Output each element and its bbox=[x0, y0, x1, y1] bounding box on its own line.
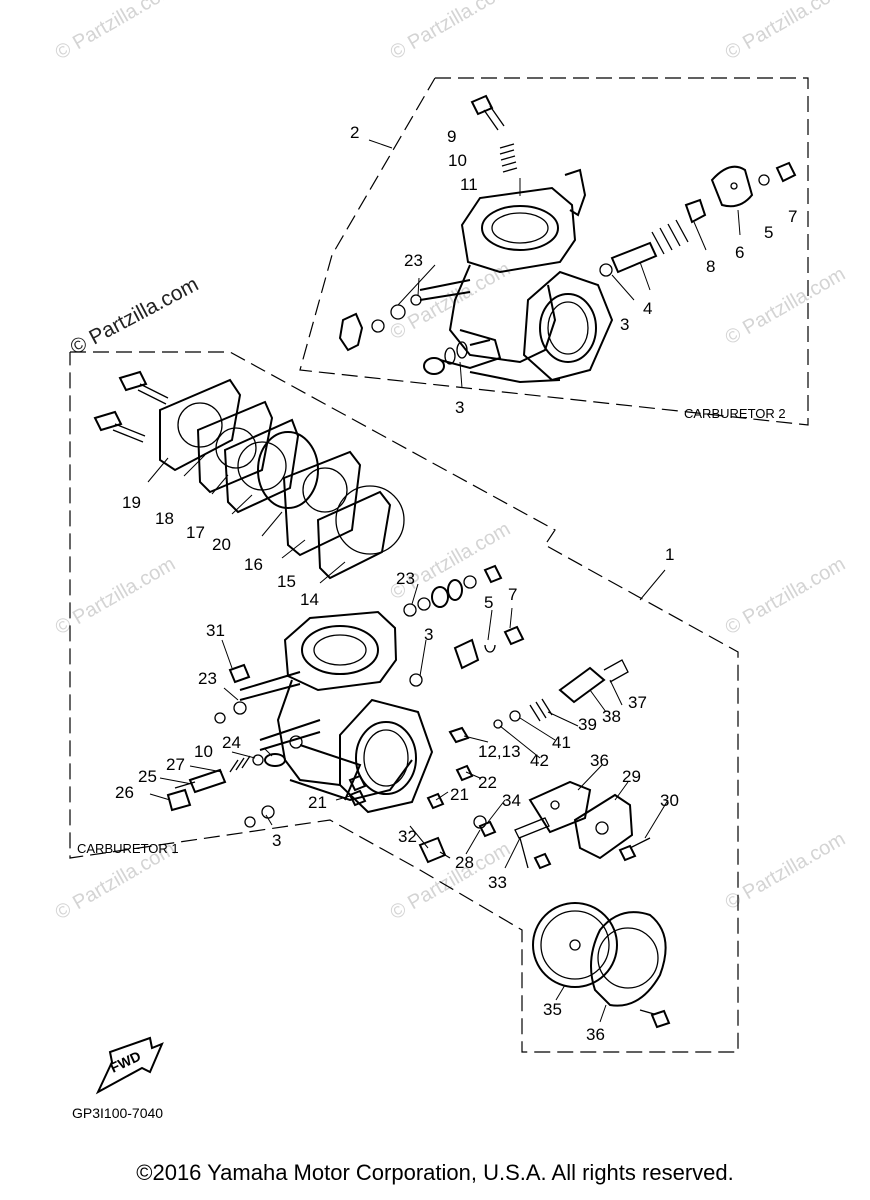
callout-37: 36 bbox=[590, 751, 609, 770]
carburetor-2-assembly bbox=[338, 94, 797, 384]
callout-16: 16 bbox=[244, 555, 263, 574]
callout-8: 8 bbox=[706, 257, 715, 276]
callout-3-d: 3 bbox=[272, 831, 281, 850]
callout-9: 9 bbox=[447, 127, 456, 146]
carburetor-2-label: CARBURETOR 2 bbox=[684, 406, 786, 421]
callout-15: 15 bbox=[277, 572, 296, 591]
callout-32: 32 bbox=[398, 827, 417, 846]
callout-18: 18 bbox=[155, 509, 174, 528]
callout-3-c: 3 bbox=[424, 625, 433, 644]
callout-10-low: 10 bbox=[194, 742, 213, 761]
watermark: © Partzilla.com bbox=[722, 263, 850, 349]
callout-19: 19 bbox=[122, 493, 141, 512]
callout-42: 42 bbox=[530, 751, 549, 770]
callout-25: 25 bbox=[138, 767, 157, 786]
callout-14: 14 bbox=[300, 590, 319, 609]
callout-23-mid: 23 bbox=[396, 569, 415, 588]
carburetor-1-assembly bbox=[166, 564, 651, 870]
callout-39: 38 bbox=[602, 707, 621, 726]
callout-4: 4 bbox=[643, 299, 652, 318]
callout-22: 22 bbox=[478, 773, 497, 792]
carburetor-2-box bbox=[299, 77, 809, 426]
callout-12-13: 12,13 bbox=[478, 742, 521, 761]
callout-5-top: 5 bbox=[764, 223, 773, 242]
callout-30: 30 bbox=[660, 791, 679, 810]
callout-38: 37 bbox=[628, 693, 647, 712]
callout-21-a: 21 bbox=[450, 785, 469, 804]
callout-11: 11 bbox=[460, 175, 478, 194]
callout-21-b: 21 bbox=[308, 793, 327, 812]
carburetor-1-box bbox=[69, 351, 739, 1053]
callout-41: 41 bbox=[552, 733, 571, 752]
fwd-arrow: FWD bbox=[95, 1036, 164, 1095]
callout-10: 10 bbox=[448, 151, 467, 170]
callout-28: 28 bbox=[455, 853, 474, 872]
diagram-code: GP3I100-7040 bbox=[72, 1105, 163, 1121]
callout-23-left: 23 bbox=[198, 669, 217, 688]
watermark: © Partzilla.com bbox=[52, 0, 180, 64]
carburetor-1-label: CARBURETOR 1 bbox=[77, 841, 179, 856]
watermark: © Partzilla.com bbox=[387, 518, 515, 604]
callout-35: 35 bbox=[543, 1000, 562, 1019]
watermark-dark: © Partzilla.com bbox=[67, 273, 203, 360]
watermark: © Partzilla.com bbox=[722, 553, 850, 639]
callout-33: 33 bbox=[488, 873, 507, 892]
callout-27: 27 bbox=[166, 755, 185, 774]
callout-3-a: 3 bbox=[620, 315, 629, 334]
gasket-stack bbox=[93, 370, 405, 580]
callout-7-top: 7 bbox=[788, 207, 797, 226]
callout-40: 39 bbox=[578, 715, 597, 734]
copyright-footer: ©2016 Yamaha Motor Corporation, U.S.A. A… bbox=[136, 1160, 734, 1185]
callout-2: 2 bbox=[350, 123, 359, 142]
callout-7-mid: 7 bbox=[508, 585, 517, 604]
callouts: 2 9 10 11 23 3 4 8 6 5 7 3 19 18 17 20 1… bbox=[115, 123, 797, 1044]
callout-3-b: 3 bbox=[455, 398, 464, 417]
callout-5-mid: 5 bbox=[484, 593, 493, 612]
diaphragm-and-cover bbox=[532, 902, 671, 1029]
callout-20: 20 bbox=[212, 535, 231, 554]
callout-24: 24 bbox=[222, 733, 241, 752]
callout-23-top: 23 bbox=[404, 251, 423, 270]
callout-34: 34 bbox=[502, 791, 521, 810]
watermark: © Partzilla.com bbox=[722, 0, 850, 64]
watermark: © Partzilla.com bbox=[722, 828, 850, 914]
leader-lines bbox=[147, 139, 741, 1023]
callout-36: 36 bbox=[586, 1025, 605, 1044]
callout-6: 6 bbox=[735, 243, 744, 262]
callout-1: 1 bbox=[665, 545, 674, 564]
callout-31: 31 bbox=[206, 621, 225, 640]
watermark: © Partzilla.com bbox=[387, 0, 515, 64]
callout-17: 17 bbox=[186, 523, 205, 542]
callout-29: 29 bbox=[622, 767, 641, 786]
watermark: © Partzilla.com bbox=[52, 553, 180, 639]
callout-26: 26 bbox=[115, 783, 134, 802]
